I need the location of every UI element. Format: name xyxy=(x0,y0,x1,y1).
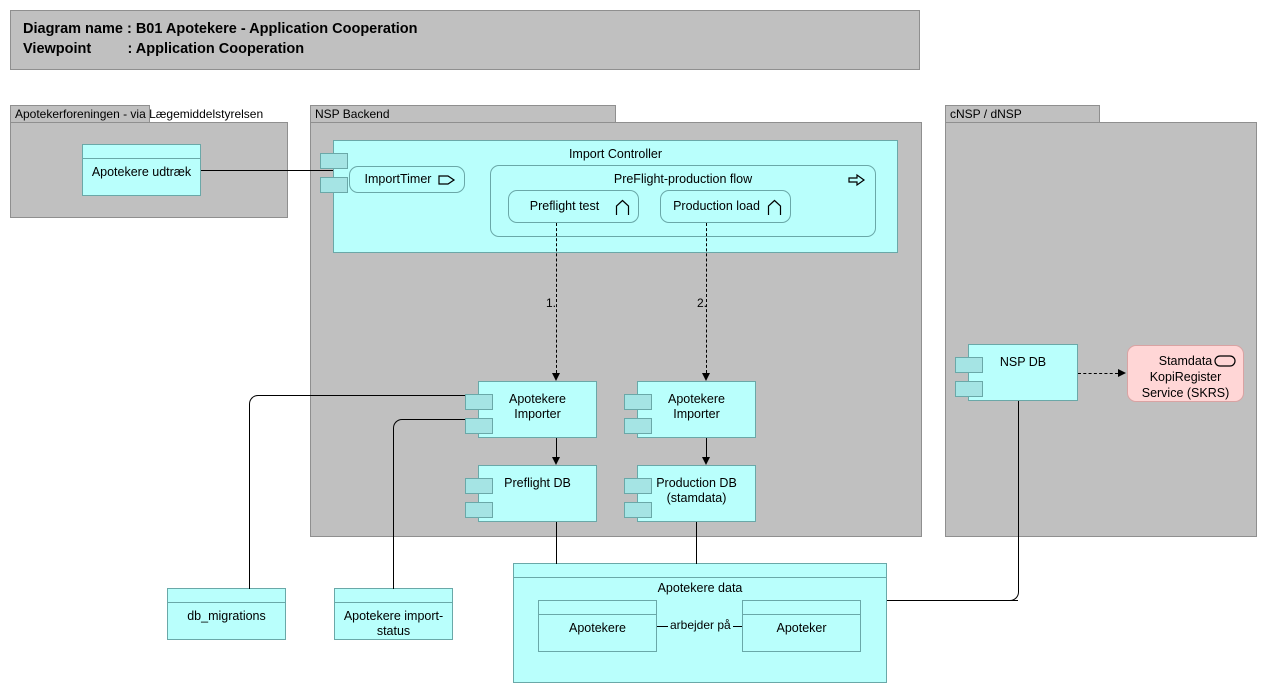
node-label-import-controller: Import Controller xyxy=(568,147,663,161)
edge-importer-2-to-production-db xyxy=(706,438,707,457)
node-apoteker[interactable]: Apoteker xyxy=(742,600,861,652)
component-port-bottom xyxy=(624,418,652,434)
edge-arrowhead xyxy=(552,373,560,381)
node-production-load[interactable]: Production load xyxy=(660,190,791,223)
component-port-top xyxy=(955,357,983,373)
edge-label-arbejder-paa: arbejder på xyxy=(668,618,733,632)
node-label-apotekere-udtraek: Apotekere udtræk xyxy=(91,165,192,179)
component-port-top xyxy=(320,153,348,169)
data-object-bar xyxy=(168,589,285,603)
group-label-cnsp-dnsp: cNSP / dNSP xyxy=(950,107,1022,121)
data-object-bar xyxy=(335,589,452,603)
node-label-preflight-production-flow: PreFlight-production flow xyxy=(613,172,753,186)
application-process-icon xyxy=(615,199,630,221)
node-preflight-db[interactable]: Preflight DB xyxy=(465,465,597,522)
edge-nsp-db-to-skrs xyxy=(1078,373,1118,374)
edge-preflight-test-to-importer-1 xyxy=(556,223,557,373)
edge-label-flow-1: 1. xyxy=(546,296,557,310)
edge-importer-1-to-import-status-v xyxy=(393,428,394,589)
node-import-timer[interactable]: ImportTimer xyxy=(349,166,465,193)
diagram-name-line: Diagram name : B01 Apotekere - Applicati… xyxy=(23,21,418,37)
data-object-bar xyxy=(514,564,886,578)
node-apotekere-importer-1[interactable]: Apotekere Importer xyxy=(465,381,597,438)
edge-preflight-db-to-apotekere-data xyxy=(556,522,557,564)
node-apotekere-udtraek[interactable]: Apotekere udtræk xyxy=(82,144,201,196)
edge-production-load-to-importer-2 xyxy=(706,223,707,373)
node-label-nsp-db: NSP DB xyxy=(999,355,1047,369)
node-apotekere-import-status[interactable]: Apotekere import- status xyxy=(334,588,453,640)
node-label-apotekere-import-status: Apotekere import- status xyxy=(343,609,444,638)
group-tab-cnsp-dnsp xyxy=(945,105,1100,123)
application-process-arrow-icon xyxy=(848,173,866,192)
group-tab-apotekerforeningen xyxy=(10,105,150,123)
node-label-import-timer: ImportTimer xyxy=(364,172,432,186)
edge-arrowhead xyxy=(702,373,710,381)
node-db-migrations[interactable]: db_migrations xyxy=(167,588,286,640)
diagram-header: Diagram name : B01 Apotekere - Applicati… xyxy=(10,10,920,70)
node-production-db[interactable]: Production DB (stamdata) xyxy=(624,465,756,522)
group-body-cnsp-dnsp xyxy=(945,122,1257,537)
node-label-apotekere-importer-2: Apotekere Importer xyxy=(668,392,725,421)
edge-importer-1-to-db-migrations-v xyxy=(249,404,250,589)
node-nsp-db[interactable]: NSP DB xyxy=(955,344,1078,401)
component-port-bottom xyxy=(624,502,652,518)
node-label-apoteker: Apoteker xyxy=(776,621,827,635)
edge-corner xyxy=(393,419,403,429)
edge-apotekere-data-to-nsp-db-v xyxy=(1018,401,1019,592)
component-port-top xyxy=(624,478,652,494)
data-object-bar xyxy=(83,145,200,159)
edge-label-flow-2: 2. xyxy=(697,296,708,310)
edge-arrowhead xyxy=(552,457,560,465)
edge-importer-1-to-db-migrations-h xyxy=(258,395,469,396)
node-preflight-test[interactable]: Preflight test xyxy=(508,190,639,223)
group-label-apotekerforeningen: Apotekerforeningen - via Lægemiddelstyre… xyxy=(15,107,264,121)
edge-udtraek-to-import-controller xyxy=(201,170,333,171)
group-tab-nsp-backend xyxy=(310,105,616,123)
node-label-preflight-db: Preflight DB xyxy=(504,476,571,490)
node-label-apotekere-importer-1: Apotekere Importer xyxy=(509,392,566,421)
component-port-top xyxy=(465,394,493,410)
component-port-top xyxy=(465,478,493,494)
edge-production-db-to-apotekere-data xyxy=(696,522,697,564)
data-object-bar xyxy=(743,601,860,615)
edge-arrowhead xyxy=(1118,369,1126,377)
application-process-icon xyxy=(767,199,782,221)
component-port-top xyxy=(624,394,652,410)
data-object-bar xyxy=(539,601,656,615)
edge-importer-1-to-import-status-h xyxy=(402,419,469,420)
node-label-db-migrations: db_migrations xyxy=(187,609,266,623)
viewpoint-line: Viewpoint : Application Cooperation xyxy=(23,41,305,57)
edge-importer-1-to-preflight-db xyxy=(556,438,557,457)
application-service-icon xyxy=(1214,354,1236,372)
node-label-production-db: Production DB (stamdata) xyxy=(656,476,737,505)
component-port-bottom xyxy=(465,418,493,434)
component-port-bottom xyxy=(465,502,493,518)
component-port-bottom xyxy=(320,177,348,193)
node-label-apotekere-data: Apotekere data xyxy=(657,581,743,595)
application-event-icon xyxy=(438,173,456,192)
group-label-nsp-backend: NSP Backend xyxy=(315,107,390,121)
component-port-bottom xyxy=(955,381,983,397)
node-label-production-load: Production load xyxy=(673,199,760,213)
edge-apotekere-data-to-nsp-db-h xyxy=(887,600,1018,601)
node-apotekere-importer-2[interactable]: Apotekere Importer xyxy=(624,381,756,438)
node-label-preflight-test: Preflight test xyxy=(529,199,600,213)
node-label-skrs: Stamdata KopiRegister Service (SKRS) xyxy=(1141,354,1230,400)
node-apotekere[interactable]: Apotekere xyxy=(538,600,657,652)
edge-arrowhead xyxy=(702,457,710,465)
node-label-apotekere: Apotekere xyxy=(569,621,626,635)
group-cnsp-dnsp[interactable]: cNSP / dNSP xyxy=(945,105,1257,537)
node-skrs[interactable]: Stamdata KopiRegister Service (SKRS) xyxy=(1127,345,1244,402)
edge-corner xyxy=(249,395,259,405)
